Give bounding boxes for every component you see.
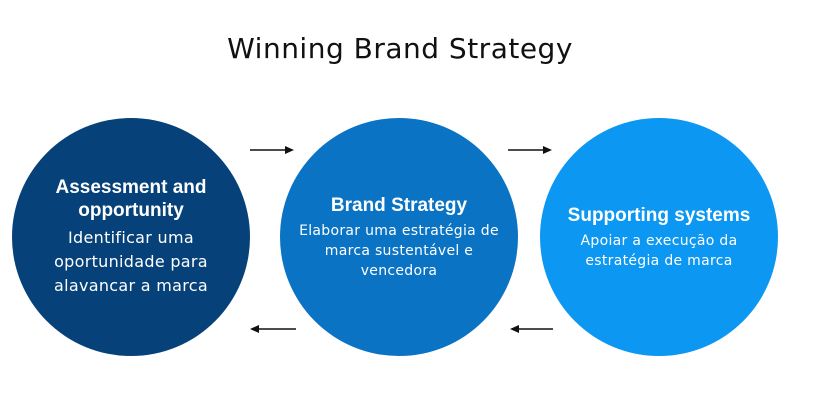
page-title: Winning Brand Strategy [227,32,573,65]
circle-supporting-systems-heading: Supporting systems [567,204,751,226]
circle-brand-strategy-description: Elaborar uma estratégia de marca sustent… [299,222,499,279]
circle-supporting-systems: Supporting systems Apoiar a execução da … [540,118,778,356]
back-arrow-1-icon [250,325,296,333]
forward-arrow-1-icon [250,146,294,154]
back-arrow-2-icon [510,325,553,333]
circle-assessment-heading: Assessment and opportunity [55,177,207,221]
circle-brand-strategy-heading: Brand Strategy [330,194,468,216]
circle-supporting-systems-description: Apoiar a execução da estratégia de marca [580,232,738,269]
circle-brand-strategy: Brand Strategy Elaborar uma estratégia d… [280,118,518,356]
circle-assessment: Assessment and opportunity Identificar u… [12,118,250,356]
forward-arrow-2-icon [508,146,552,154]
circle-assessment-description: Identificar uma oportunidade para alavan… [54,228,208,295]
